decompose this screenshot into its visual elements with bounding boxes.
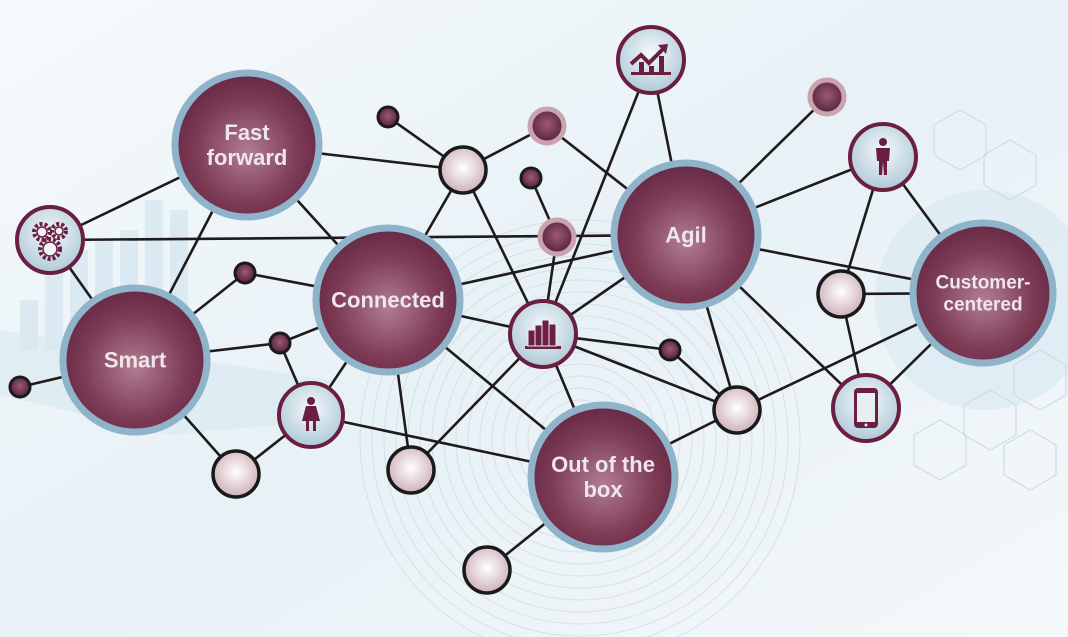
small-node xyxy=(268,331,292,355)
building-icon xyxy=(525,319,561,349)
icon-node-chart-up xyxy=(616,25,686,95)
hub-label: Connected xyxy=(331,288,445,313)
hub-label: Smart xyxy=(104,348,167,373)
deco-hexagon xyxy=(1013,349,1067,411)
connector-node xyxy=(211,449,261,499)
deco-hexagon xyxy=(983,139,1037,201)
hub-label: Customer- xyxy=(935,273,1030,294)
icon-node-gears xyxy=(15,205,85,275)
hub-label: box xyxy=(583,477,623,502)
hub-label: Fast xyxy=(224,120,270,145)
businessman-icon xyxy=(876,138,890,175)
small-node xyxy=(376,105,400,129)
chart-up-icon xyxy=(629,44,671,75)
hub-node-agil: Agil xyxy=(610,159,762,311)
deco-ring xyxy=(383,243,777,637)
deco-hexagon xyxy=(913,419,967,481)
hub-label: centered xyxy=(943,295,1022,316)
deco-ring xyxy=(371,231,789,637)
deco-hexagon xyxy=(963,389,1017,451)
gears-icon xyxy=(32,222,68,261)
icon-node-businessman xyxy=(848,122,918,192)
connector-node xyxy=(438,145,488,195)
hub-label: Out of the xyxy=(551,452,655,477)
deco-ring xyxy=(467,327,693,553)
icon-node-woman xyxy=(277,381,345,449)
small-node xyxy=(8,375,32,399)
hub-label: forward xyxy=(207,145,288,170)
deco-ring xyxy=(395,255,765,625)
icon-node-smartphone xyxy=(831,373,901,443)
ringed-node xyxy=(537,217,577,257)
deco-hexagon xyxy=(1003,429,1057,491)
deco-ring xyxy=(419,279,741,601)
hub-node-customer-centered: Customer-centered xyxy=(909,219,1057,367)
ringed-node xyxy=(527,106,567,146)
deco-bar xyxy=(45,270,63,350)
nodes: FastforwardConnectedSmartAgilCustomer-ce… xyxy=(8,25,1057,595)
hub-node-connected: Connected xyxy=(312,224,464,376)
woman-icon xyxy=(302,397,320,431)
connector-node xyxy=(386,445,436,495)
smartphone-icon xyxy=(854,388,878,428)
connector-node xyxy=(712,385,762,435)
connector-node xyxy=(816,269,866,319)
hub-label: Agil xyxy=(665,223,707,248)
small-node xyxy=(519,166,543,190)
small-node xyxy=(233,261,257,285)
edge-chart-bld xyxy=(541,59,653,335)
connector-node xyxy=(462,545,512,595)
deco-ring xyxy=(443,303,717,577)
ringed-node xyxy=(807,77,847,117)
icon-node-building xyxy=(508,299,578,369)
small-node xyxy=(658,338,682,362)
deco-ring xyxy=(359,219,801,637)
hub-node-smart: Smart xyxy=(59,284,211,436)
deco-ring xyxy=(455,315,705,565)
deco-hexagon xyxy=(933,109,987,171)
